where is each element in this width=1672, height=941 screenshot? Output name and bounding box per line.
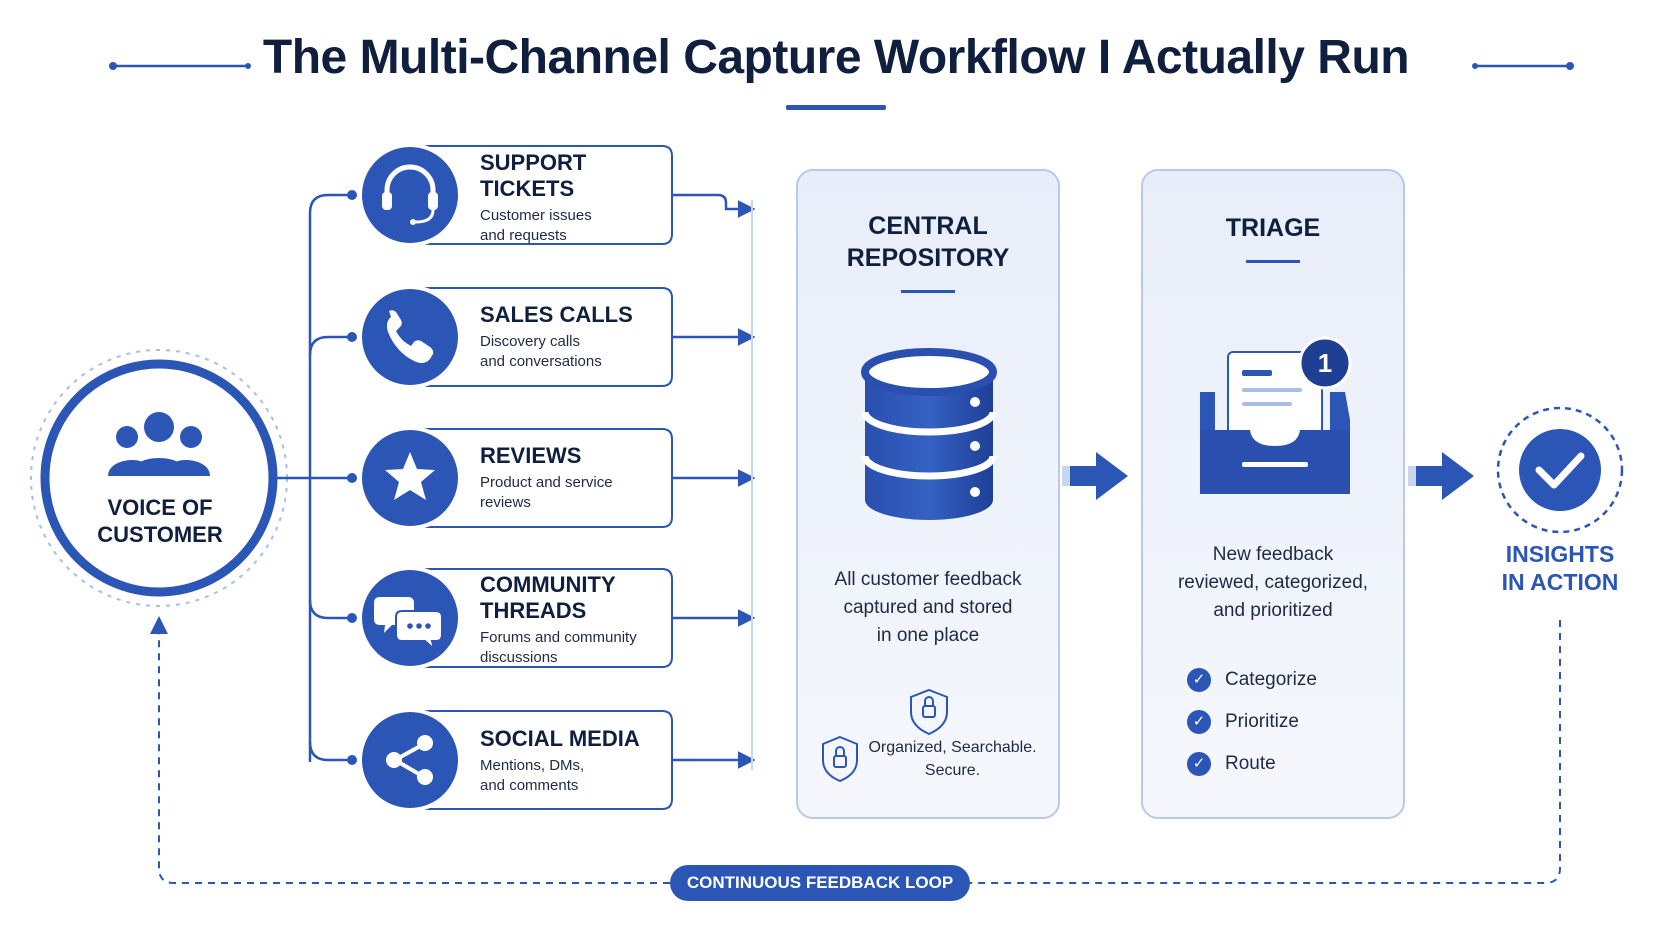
repository-title-line2: REPOSITORY <box>846 244 1010 272</box>
page-title: The Multi-Channel Capture Workflow I Act… <box>262 31 1410 84</box>
triage-title-underline <box>1246 260 1300 263</box>
channel-desc-line1: Customer issues <box>480 207 592 224</box>
channel-icon-circles <box>358 143 462 812</box>
channel-desc-line1: Mentions, DMs, <box>480 757 585 774</box>
channel-desc-line2: and comments <box>480 777 579 794</box>
title-decoration-right <box>1472 62 1574 70</box>
triage-step-label: Route <box>1225 753 1276 774</box>
voice-of-customer-line1: VOICE OF <box>107 495 213 520</box>
check-circle-icon: ✓ <box>1187 668 1211 692</box>
voice-of-customer-label: VOICE OF CUSTOMER <box>60 494 260 548</box>
check-circle-icon: ✓ <box>1187 752 1211 776</box>
triage-desc-line1: New feedback <box>1212 544 1334 565</box>
phone-icon <box>387 310 434 364</box>
channel-description: Product and service reviews <box>480 473 680 513</box>
channel-title-line1: SOCIAL MEDIA <box>480 726 640 751</box>
channel-title-line1: SALES CALLS <box>480 302 633 327</box>
channel-title-line1: SUPPORT <box>480 150 587 175</box>
channel-desc-line2: and requests <box>480 227 567 244</box>
share-icon <box>386 735 433 785</box>
channel-card-support-tickets: SUPPORT TICKETS Customer issues and requ… <box>480 150 680 246</box>
inbox-icon <box>1200 351 1350 494</box>
channel-title-line2: THREADS <box>480 598 587 623</box>
channel-description: Discovery calls and conversations <box>480 332 680 372</box>
triage-step-categorize: ✓ Categorize <box>1187 668 1317 692</box>
channel-description: Forums and community discussions <box>480 628 680 668</box>
repository-desc-line3: in one place <box>876 625 980 646</box>
channel-title: SOCIAL MEDIA <box>480 726 680 752</box>
insights-line2: IN ACTION <box>1501 569 1619 595</box>
triage-step-prioritize: ✓ Prioritize <box>1187 710 1299 734</box>
connector-dots <box>347 190 357 765</box>
insights-line1: INSIGHTS <box>1505 541 1615 567</box>
channel-title: REVIEWS <box>480 443 680 469</box>
channel-desc-line1: Forums and community <box>480 629 637 646</box>
repository-footer: Organized, Searchable. Secure. <box>860 736 1045 782</box>
feedback-loop-line <box>158 620 1561 884</box>
channel-desc-line2: discussions <box>480 649 558 666</box>
feedback-loop-label: CONTINUOUS FEEDBACK LOOP <box>670 865 970 901</box>
channel-desc-line1: Discovery calls <box>480 333 581 350</box>
triage-step-label: Prioritize <box>1225 711 1299 732</box>
notification-badge-count: 1 <box>1317 348 1333 378</box>
channel-desc-line1: Product and service <box>480 474 613 491</box>
triage-step-route: ✓ Route <box>1187 752 1276 776</box>
channel-title: SUPPORT TICKETS <box>480 150 680 202</box>
feedback-loop-arrowhead <box>150 616 168 634</box>
headset-icon <box>382 164 438 225</box>
triage-to-insights-arrow <box>1408 452 1474 500</box>
channel-arrows <box>672 193 756 769</box>
database-icon <box>861 348 997 520</box>
channel-card-sales-calls: SALES CALLS Discovery calls and conversa… <box>480 302 680 372</box>
star-icon <box>385 452 435 500</box>
repository-description: All customer feedback captured and store… <box>797 566 1059 650</box>
triage-title: TRIAGE <box>1225 214 1321 242</box>
repository-title-underline <box>901 290 955 293</box>
repository-to-triage-arrow <box>1062 452 1128 500</box>
checkmark-icon <box>1535 452 1585 489</box>
channel-connectors <box>275 193 352 762</box>
channel-title: COMMUNITY THREADS <box>480 572 680 624</box>
channel-title-line2: TICKETS <box>480 176 575 201</box>
shield-icon <box>910 688 948 736</box>
people-group-icon <box>108 412 210 476</box>
triage-step-label: Categorize <box>1225 669 1317 690</box>
channel-desc-line2: and conversations <box>480 353 602 370</box>
channel-card-borders <box>410 145 673 810</box>
notification-badge <box>1298 336 1352 390</box>
triage-description: New feedback reviewed, categorized, and … <box>1142 541 1404 625</box>
channel-desc-line2: reviews <box>480 494 531 511</box>
channel-title-line1: COMMUNITY <box>480 572 616 597</box>
channel-card-community-threads: COMMUNITY THREADS Forums and community d… <box>480 572 680 668</box>
triage-desc-line2: reviewed, categorized, <box>1177 572 1369 593</box>
channel-description: Mentions, DMs, and comments <box>480 756 680 796</box>
channel-card-social-media: SOCIAL MEDIA Mentions, DMs, and comments <box>480 726 680 796</box>
title-decoration-left <box>109 62 251 70</box>
chat-bubbles-icon <box>374 597 443 652</box>
insights-label: INSIGHTS IN ACTION <box>1460 540 1660 596</box>
triage-desc-line3: and prioritized <box>1213 600 1333 621</box>
check-circle-icon: ✓ <box>1187 710 1211 734</box>
repository-foot-line2: Secure. <box>924 762 981 779</box>
title-underline <box>786 105 886 110</box>
repository-desc-line1: All customer feedback <box>834 569 1022 590</box>
voice-of-customer-node <box>30 349 288 607</box>
channel-title-line1: REVIEWS <box>480 443 582 468</box>
repository-title: CENTRAL REPOSITORY <box>797 210 1059 274</box>
repository-title-line1: CENTRAL <box>868 212 988 240</box>
repository-desc-line2: captured and stored <box>843 597 1013 618</box>
channel-title: SALES CALLS <box>480 302 680 328</box>
voice-of-customer-line2: CUSTOMER <box>97 522 223 547</box>
channel-description: Customer issues and requests <box>480 206 680 246</box>
repository-foot-line1: Organized, Searchable. <box>868 739 1037 756</box>
lock-shield-icon <box>822 735 858 783</box>
channel-card-reviews: REVIEWS Product and service reviews <box>480 443 680 513</box>
insights-node <box>1496 406 1624 534</box>
